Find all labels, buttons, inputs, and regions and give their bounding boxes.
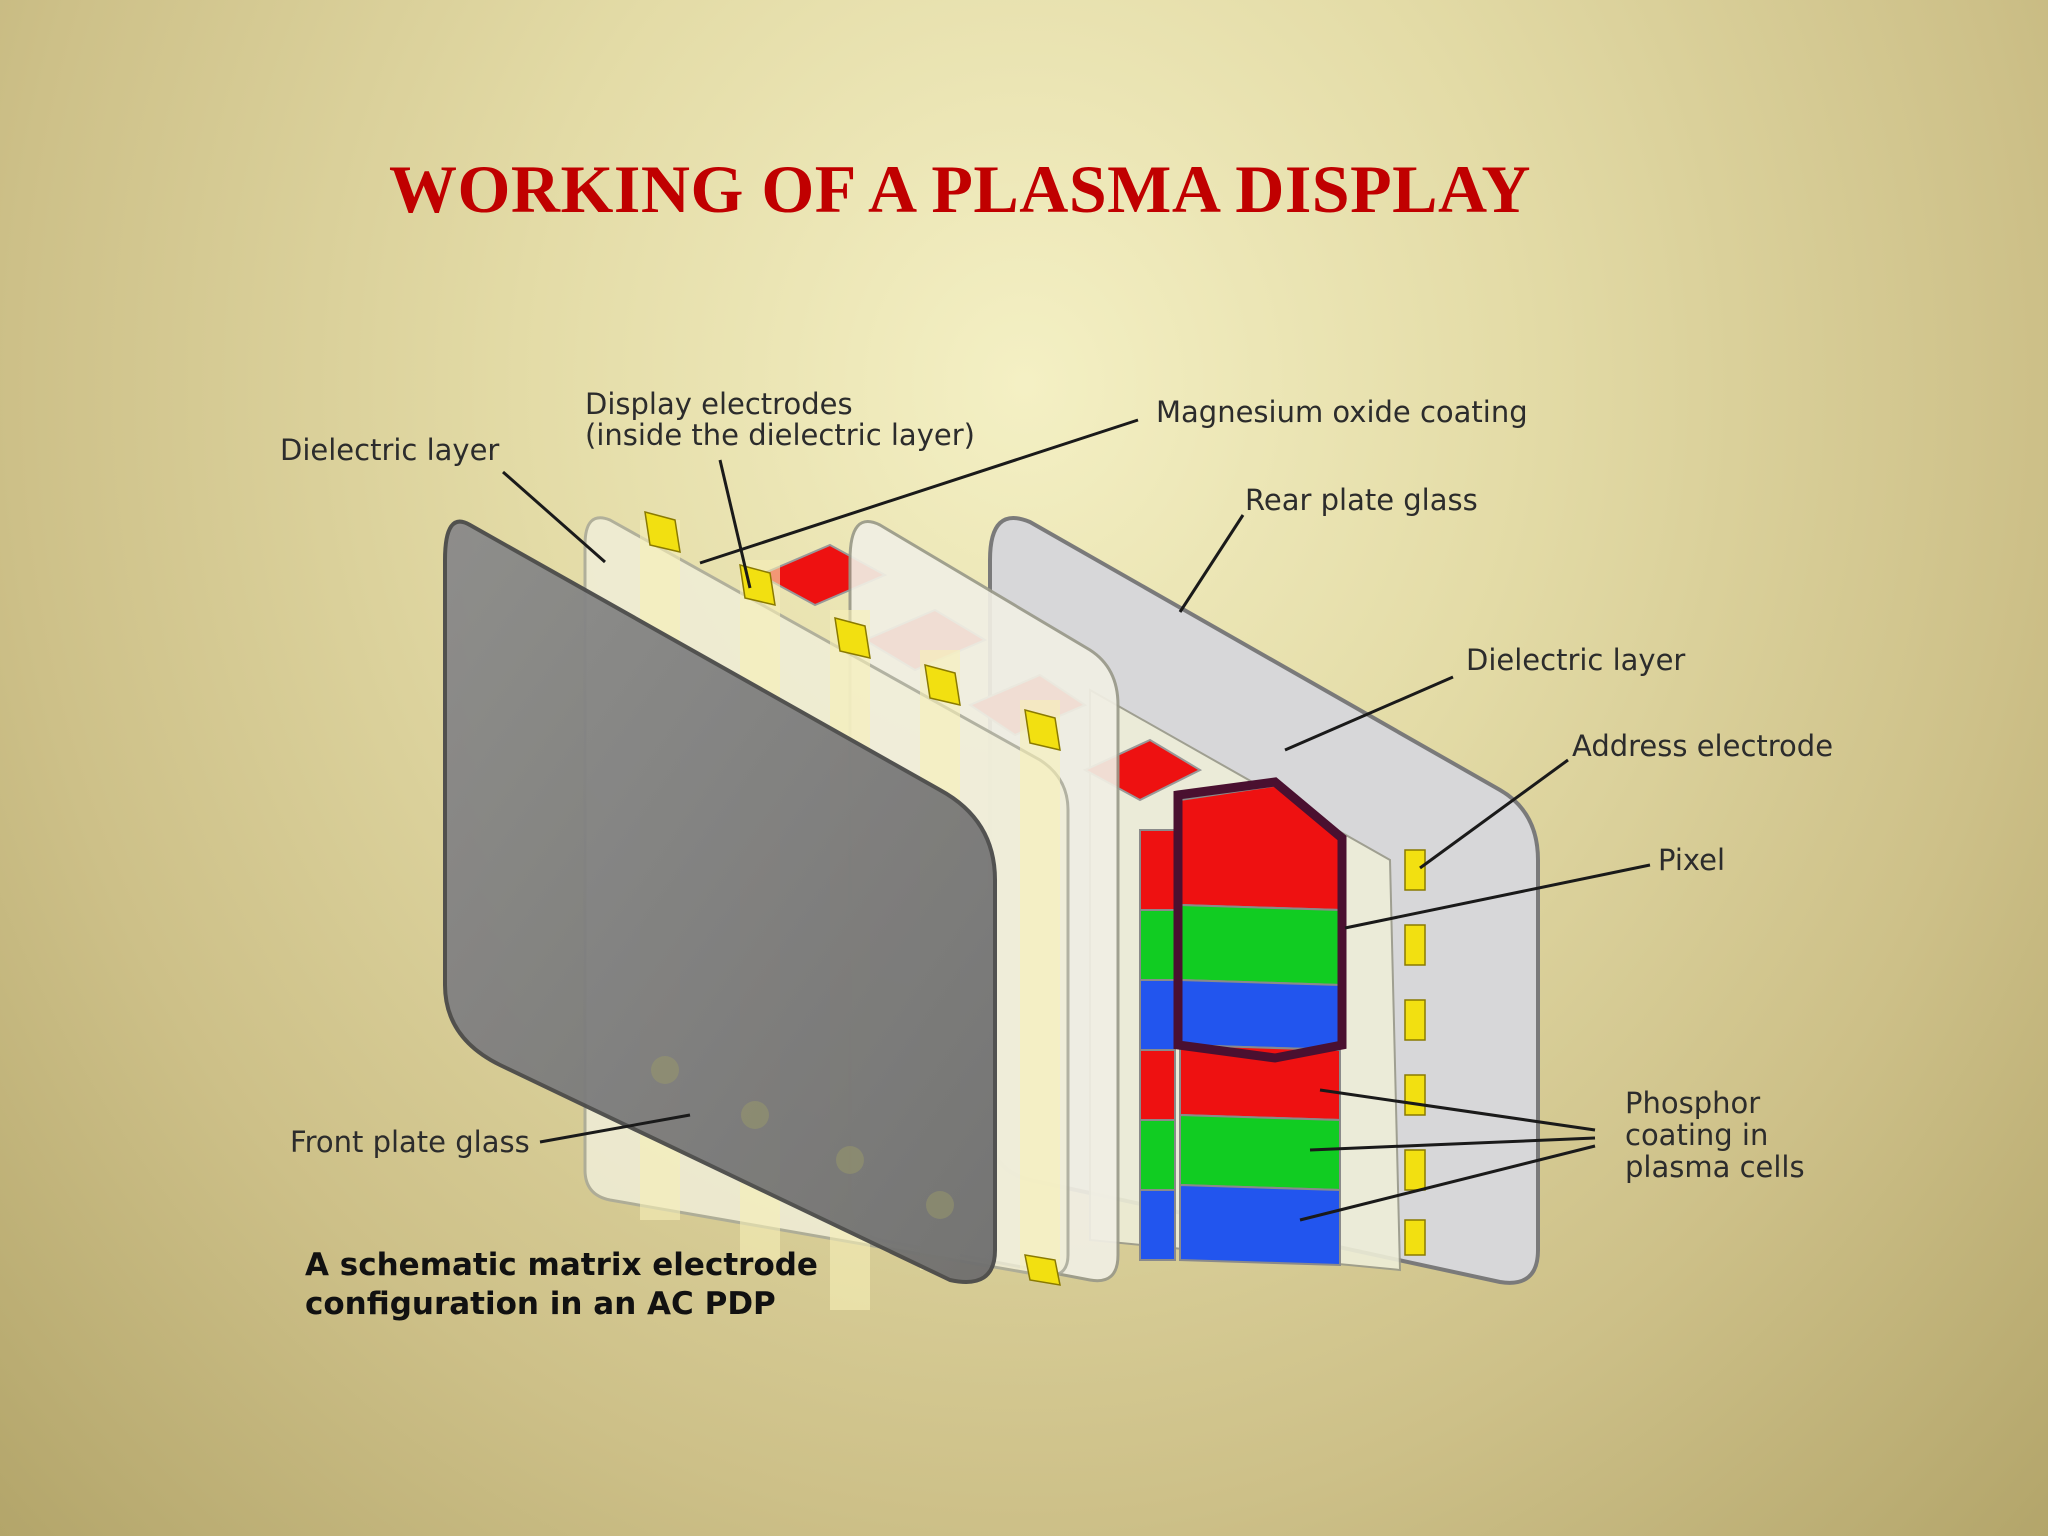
- label-front-plate-glass: Front plate glass: [290, 1125, 530, 1159]
- phosphor-columns: [1139, 829, 1176, 1261]
- label-display-electrodes-sub: (inside the dielectric layer): [585, 418, 975, 452]
- label-dielectric-layer-rear: Dielectric layer: [1466, 643, 1685, 677]
- label-magnesium-oxide: Magnesium oxide coating: [1156, 395, 1528, 429]
- caption-line-1: A schematic matrix electrode: [305, 1247, 818, 1283]
- label-phosphor-1: Phosphor: [1625, 1086, 1760, 1120]
- pixel-outline: [1173, 777, 1347, 1063]
- display-electrode-tabs: [644, 510, 1061, 1286]
- pixel-stack: [1179, 783, 1341, 1267]
- label-rear-plate-glass: Rear plate glass: [1245, 483, 1478, 517]
- front-glass-markings: [651, 1056, 954, 1219]
- leader-lines: [502, 418, 1651, 1222]
- label-display-electrodes: Display electrodes: [585, 387, 853, 421]
- front-plate-glass: [443, 519, 997, 1284]
- caption-line-2: configuration in an AC PDP: [305, 1286, 776, 1322]
- label-dielectric-layer-front: Dielectric layer: [280, 433, 499, 467]
- label-pixel: Pixel: [1658, 843, 1725, 877]
- page-title: WORKING OF A PLASMA DISPLAY: [389, 151, 1531, 227]
- label-phosphor-3: plasma cells: [1625, 1150, 1805, 1184]
- label-phosphor-2: coating in: [1625, 1118, 1768, 1152]
- label-address-electrode: Address electrode: [1572, 729, 1833, 763]
